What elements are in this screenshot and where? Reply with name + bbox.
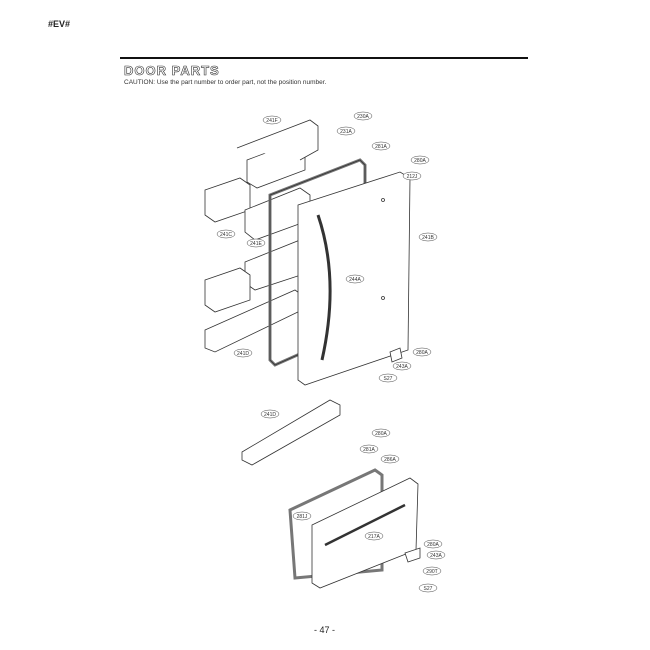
- label-280A-drawer: 280A: [427, 542, 439, 548]
- label-241B: 241B: [422, 235, 434, 241]
- label-281A: 281A: [375, 144, 387, 150]
- label-230A: 230A: [357, 114, 369, 120]
- label-290T: 290T: [426, 569, 437, 575]
- label-241F: 241F: [266, 118, 277, 124]
- label-280A: 280A: [414, 158, 426, 164]
- bin-241F: [236, 119, 319, 189]
- label-241D-lower: 241D: [264, 412, 276, 418]
- header-rule: [120, 57, 528, 59]
- label-281J: 281J: [297, 514, 308, 520]
- label-231A: 231A: [340, 129, 352, 135]
- document-code: #EV#: [48, 19, 71, 29]
- label-S27: S27: [384, 376, 393, 382]
- label-243A: 243A: [396, 364, 408, 370]
- label-212J: 212J: [407, 174, 418, 180]
- label-241E: 241E: [250, 241, 262, 247]
- page-number: - 47 -: [314, 625, 336, 635]
- label-241D: 241D: [237, 351, 249, 357]
- label-244A: 244A: [349, 277, 361, 283]
- label-S27-drawer: S27: [424, 586, 433, 592]
- label-280A-lower: 280A: [375, 431, 387, 437]
- caution-note: CAUTION: Use the part number to order pa…: [124, 79, 327, 86]
- section-title: DOOR PARTS: [124, 63, 220, 79]
- label-217A: 217A: [368, 534, 380, 540]
- door-handle: [316, 214, 332, 361]
- bin-241C-upper: [204, 177, 251, 223]
- label-241C: 241C: [220, 232, 232, 238]
- label-243A-drawer: 243A: [430, 553, 442, 559]
- bin-241C-lower: [204, 267, 251, 313]
- label-281A-lower: 281A: [363, 447, 375, 453]
- bin-241D: [241, 399, 341, 466]
- label-286A: 286A: [384, 457, 396, 463]
- label-280A-hinge: 280A: [416, 350, 428, 356]
